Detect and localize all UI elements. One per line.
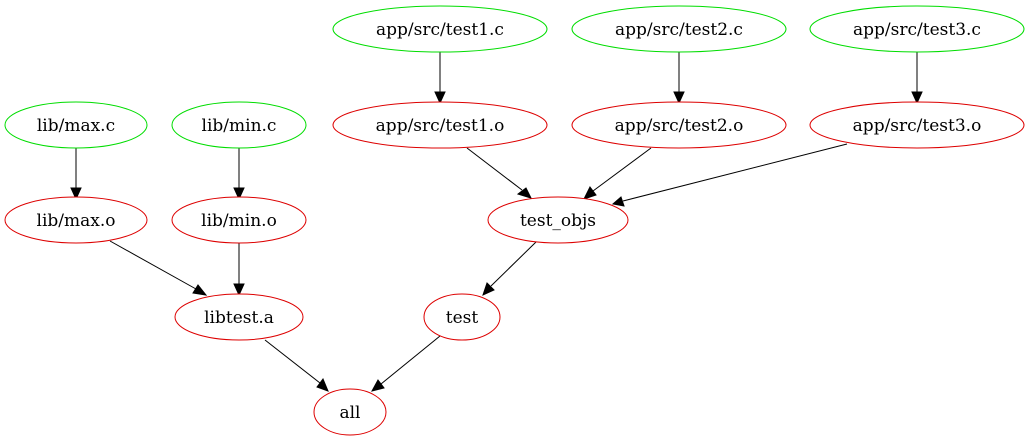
node-label: lib/min.c [202, 116, 277, 136]
node-app-src-test2-o: app/src/test2.o [571, 101, 787, 149]
edge-line [380, 335, 441, 385]
arrowhead-icon [233, 283, 245, 297]
node-lib-min-o: lib/min.o [171, 196, 307, 244]
arrowhead-icon [192, 284, 208, 296]
edge-app_src_test2_c-to-app_src_test2_o [673, 52, 685, 105]
edge-app_src_test2_o-to-test_objs [583, 147, 652, 200]
edge-app_src_test1_c-to-app_src_test1_o [434, 52, 446, 105]
node-ellipse [313, 388, 387, 436]
edge-line [490, 241, 537, 287]
node-test: test [423, 293, 501, 341]
node-ellipse [487, 196, 629, 244]
arrowhead-icon [482, 282, 495, 296]
node-label: lib/max.o [37, 211, 116, 231]
edge-layer [70, 52, 923, 392]
node-label: lib/min.o [201, 211, 277, 231]
edge-lib_min_o-to-libtest_a [233, 243, 245, 297]
node-ellipse [571, 101, 787, 149]
node-ellipse [4, 196, 148, 244]
node-label: libtest.a [204, 308, 274, 328]
node-label: test_objs [520, 211, 596, 231]
edge-line [264, 339, 321, 384]
edge-lib_max_o-to-libtest_a [109, 240, 208, 296]
node-lib-max-o: lib/max.o [4, 196, 148, 244]
node-test-objs: test_objs [487, 196, 629, 244]
edge-libtest_a-to-all [264, 339, 329, 392]
node-all: all [313, 388, 387, 436]
arrowhead-icon [911, 91, 923, 105]
arrowhead-icon [434, 91, 446, 105]
node-label: app/src/test3.c [853, 20, 981, 40]
arrowhead-icon [233, 187, 245, 201]
node-label: app/src/test1.c [376, 20, 504, 40]
node-ellipse [809, 5, 1025, 53]
node-app-src-test3-c: app/src/test3.c [809, 5, 1025, 53]
arrowhead-icon [316, 378, 329, 392]
node-ellipse [332, 5, 548, 53]
node-libtest-a: libtest.a [174, 293, 304, 341]
edge-line [466, 147, 523, 191]
arrowhead-icon [516, 187, 532, 199]
node-ellipse [809, 101, 1025, 149]
node-lib-max-c: lib/max.c [4, 101, 148, 149]
node-label: app/src/test1.o [376, 116, 505, 136]
node-label: app/src/test3.o [853, 116, 982, 136]
node-ellipse [423, 293, 501, 341]
node-label: test [446, 308, 479, 328]
node-ellipse [332, 101, 548, 149]
node-layer: app/src/test1.c app/src/test2.c app/src/te… [4, 5, 1025, 436]
edge-test_objs-to-test [482, 241, 537, 296]
node-label: lib/max.c [37, 116, 115, 136]
edge-line [109, 240, 197, 290]
node-app-src-test1-c: app/src/test1.c [332, 5, 548, 53]
node-ellipse [171, 196, 307, 244]
node-label: all [339, 403, 360, 423]
node-ellipse [4, 101, 148, 149]
arrowhead-icon [583, 186, 597, 200]
edge-line [622, 143, 848, 202]
edge-lib_min_c-to-lib_min_o [233, 148, 245, 201]
node-ellipse [171, 101, 307, 149]
edge-app_src_test1_o-to-test_objs [466, 147, 532, 199]
edge-line [592, 147, 652, 192]
edge-app_src_test3_o-to-test_objs [611, 143, 848, 207]
edge-lib_max_c-to-lib_max_o [70, 148, 82, 201]
node-app-src-test3-o: app/src/test3.o [809, 101, 1025, 149]
node-label: app/src/test2.o [615, 116, 744, 136]
edge-app_src_test3_c-to-app_src_test3_o [911, 52, 923, 105]
arrowhead-icon [611, 196, 625, 207]
node-app-src-test1-o: app/src/test1.o [332, 101, 548, 149]
node-label: app/src/test2.c [615, 20, 743, 40]
arrowhead-icon [371, 379, 385, 392]
node-app-src-test2-c: app/src/test2.c [571, 5, 787, 53]
node-ellipse [174, 293, 304, 341]
node-lib-min-c: lib/min.c [171, 101, 307, 149]
node-ellipse [571, 5, 787, 53]
edge-test-to-all [371, 335, 441, 392]
arrowhead-icon [70, 187, 82, 201]
arrowhead-icon [673, 91, 685, 105]
